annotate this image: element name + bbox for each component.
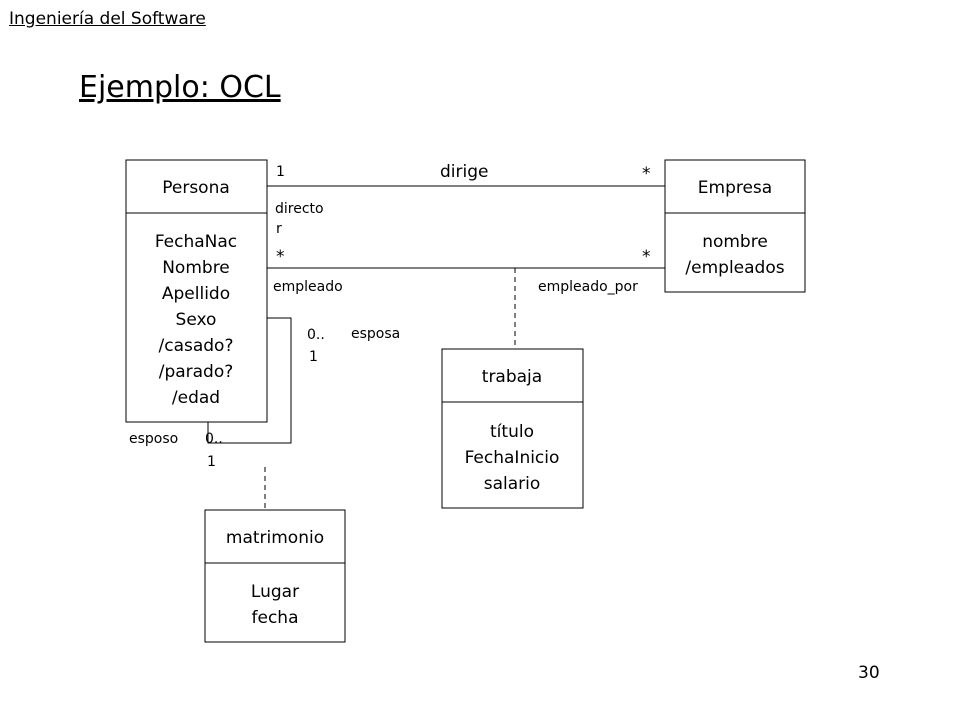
- class-matrimonio: matrimonio Lugar fecha: [204, 509, 346, 643]
- dirige-left-role: r: [276, 221, 282, 237]
- empresa-attributes-compartment: [664, 212, 806, 293]
- persona-attribute: /edad: [172, 388, 220, 408]
- dirige-left-role: directo: [275, 201, 324, 217]
- trabaja-attribute: título: [490, 422, 534, 442]
- empresa-attribute: nombre: [702, 232, 768, 252]
- persona-attribute: Apellido: [162, 284, 230, 304]
- empleo-left-role: empleado: [273, 279, 343, 295]
- esposa-role: esposa: [351, 326, 400, 342]
- dirige-association-name: dirige: [440, 162, 488, 182]
- class-empresa: Empresa nombre /empleados: [664, 159, 806, 293]
- trabaja-name-compartment: [441, 348, 584, 403]
- esposo-multiplicity: 1: [207, 454, 216, 470]
- persona-attribute: Nombre: [162, 258, 230, 278]
- persona-attribute: /parado?: [159, 362, 234, 382]
- trabaja-class-name: trabaja: [482, 367, 542, 387]
- class-trabaja: trabaja título FechaInicio salario: [441, 348, 584, 509]
- page-number: 30: [858, 663, 880, 683]
- persona-name-compartment: [125, 159, 268, 214]
- empleo-left-multiplicity: *: [276, 247, 285, 267]
- slide-title: Ejemplo: OCL: [79, 70, 281, 105]
- dirige-right-multiplicity: *: [642, 164, 651, 184]
- matrimonio-self-association-line: [207, 317, 292, 444]
- esposa-multiplicity: 0..: [307, 327, 325, 343]
- matrimonio-attribute: Lugar: [251, 582, 299, 602]
- persona-attribute: /casado?: [159, 336, 234, 356]
- esposo-role: esposo: [129, 431, 178, 447]
- dirige-left-multiplicity: 1: [276, 164, 285, 180]
- esposa-multiplicity: 1: [309, 349, 318, 365]
- persona-class-name: Persona: [162, 178, 230, 198]
- matrimonio-class-name: matrimonio: [226, 528, 324, 548]
- empresa-name-compartment: [664, 159, 806, 214]
- trabaja-attributes-compartment: [441, 401, 584, 509]
- matrimonio-attributes-compartment: [204, 562, 346, 643]
- trabaja-attribute: FechaInicio: [465, 448, 560, 468]
- persona-attributes-compartment: [125, 212, 268, 423]
- empleo-right-multiplicity: *: [642, 247, 651, 267]
- empresa-attribute: /empleados: [685, 258, 784, 278]
- empleo-right-role: empleado_por: [538, 279, 638, 295]
- course-header: Ingeniería del Software: [9, 9, 206, 29]
- persona-attribute: Sexo: [176, 310, 217, 330]
- esposo-multiplicity: 0..: [205, 431, 223, 447]
- trabaja-attribute: salario: [484, 474, 541, 494]
- empresa-class-name: Empresa: [698, 178, 772, 198]
- matrimonio-attribute: fecha: [252, 608, 299, 628]
- persona-attribute: FechaNac: [155, 232, 237, 252]
- class-persona: Persona FechaNac Nombre Apellido Sexo /c…: [125, 159, 268, 423]
